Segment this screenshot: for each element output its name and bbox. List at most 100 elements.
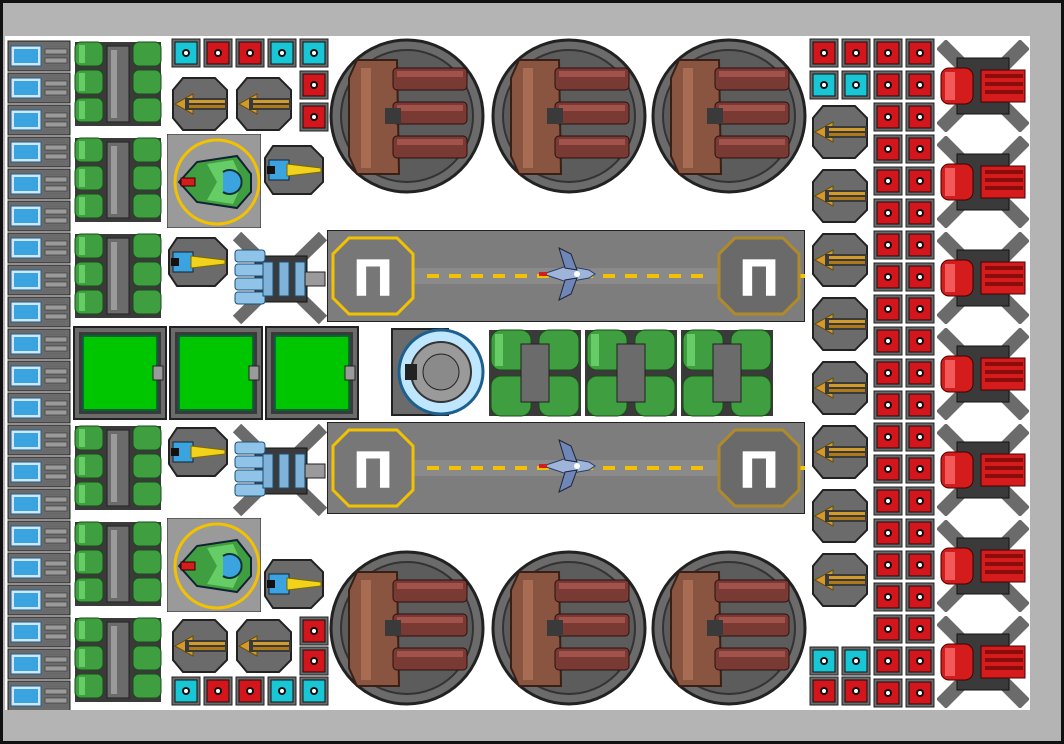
shield-block[interactable]: [905, 454, 935, 484]
shield-block[interactable]: [873, 518, 903, 548]
shield-block[interactable]: [873, 134, 903, 164]
shield-block[interactable]: [873, 678, 903, 708]
shield-block[interactable]: [905, 326, 935, 356]
reactor-core[interactable]: [649, 38, 809, 198]
power-cell[interactable]: [7, 168, 71, 200]
green-pipe-generator[interactable]: [73, 420, 165, 516]
hangar-ship[interactable]: [167, 134, 261, 228]
reactor-core[interactable]: [649, 550, 809, 710]
shield-block[interactable]: [905, 38, 935, 68]
laser-turret[interactable]: [167, 232, 229, 292]
shield-block[interactable]: [905, 646, 935, 676]
shield-block[interactable]: [873, 454, 903, 484]
shield-block[interactable]: [873, 614, 903, 644]
ship-build-grid[interactable]: Π Π Π Π: [5, 36, 1030, 710]
power-cell[interactable]: [7, 584, 71, 616]
gold-cannon[interactable]: [811, 102, 871, 162]
shield-block[interactable]: [905, 582, 935, 612]
gold-cannon[interactable]: [171, 74, 231, 134]
fighter[interactable]: [537, 432, 599, 500]
shield-block[interactable]: [873, 486, 903, 516]
power-cell[interactable]: [7, 104, 71, 136]
heavy-red-turret[interactable]: [937, 328, 1029, 420]
shield-block[interactable]: [905, 294, 935, 324]
shield-block[interactable]: [203, 676, 233, 706]
shield-block[interactable]: [873, 294, 903, 324]
shield-block[interactable]: [873, 166, 903, 196]
shield-block[interactable]: [905, 390, 935, 420]
laser-turret[interactable]: [167, 422, 229, 482]
shield-block[interactable]: [873, 102, 903, 132]
laser-turret[interactable]: [263, 140, 325, 200]
gold-cannon[interactable]: [811, 358, 871, 418]
shield-block[interactable]: [873, 550, 903, 580]
storage-bay[interactable]: [169, 326, 263, 420]
shield-block[interactable]: [905, 678, 935, 708]
shield-block[interactable]: [905, 262, 935, 292]
power-cell[interactable]: [7, 488, 71, 520]
shield-block[interactable]: [873, 198, 903, 228]
gatling-gun[interactable]: [233, 232, 327, 324]
power-cell[interactable]: [7, 296, 71, 328]
gold-cannon[interactable]: [811, 486, 871, 546]
gold-cannon[interactable]: [235, 616, 295, 676]
gold-cannon[interactable]: [235, 74, 295, 134]
shield-block[interactable]: [905, 550, 935, 580]
shield-block[interactable]: [905, 230, 935, 260]
gold-cannon[interactable]: [811, 550, 871, 610]
power-cell[interactable]: [7, 200, 71, 232]
laser-turret[interactable]: [263, 554, 325, 614]
shield-block[interactable]: [873, 358, 903, 388]
shield-block[interactable]: [873, 646, 903, 676]
shield-block[interactable]: [235, 676, 265, 706]
green-pipe-generator[interactable]: [73, 612, 165, 708]
shield-block[interactable]: [841, 676, 871, 706]
gatling-gun[interactable]: [233, 424, 327, 516]
command-core[interactable]: [391, 328, 487, 418]
power-cell[interactable]: [7, 680, 71, 710]
gold-cannon[interactable]: [811, 230, 871, 290]
fighter[interactable]: [537, 240, 599, 308]
heavy-red-turret[interactable]: [937, 232, 1029, 324]
shield-block[interactable]: [267, 676, 297, 706]
power-cell[interactable]: [7, 40, 71, 72]
shield-block[interactable]: [905, 358, 935, 388]
power-cell[interactable]: [7, 328, 71, 360]
power-cell[interactable]: [7, 648, 71, 680]
shield-block[interactable]: [809, 38, 839, 68]
power-cell[interactable]: [7, 232, 71, 264]
shield-block[interactable]: [905, 518, 935, 548]
power-cell[interactable]: [7, 72, 71, 104]
shield-block[interactable]: [905, 198, 935, 228]
gold-cannon[interactable]: [811, 422, 871, 482]
shield-block[interactable]: [905, 614, 935, 644]
runway[interactable]: Π Π: [327, 422, 805, 514]
shield-block[interactable]: [873, 582, 903, 612]
green-pipe-generator[interactable]: [73, 516, 165, 612]
shield-block[interactable]: [841, 70, 871, 100]
shield-block[interactable]: [809, 646, 839, 676]
power-cell[interactable]: [7, 552, 71, 584]
shield-block[interactable]: [873, 262, 903, 292]
power-cell[interactable]: [7, 360, 71, 392]
shield-block[interactable]: [171, 676, 201, 706]
heavy-red-turret[interactable]: [937, 520, 1029, 612]
shield-block[interactable]: [841, 38, 871, 68]
heavy-red-turret[interactable]: [937, 136, 1029, 228]
power-cell[interactable]: [7, 456, 71, 488]
shield-block[interactable]: [905, 166, 935, 196]
storage-bay[interactable]: [265, 326, 359, 420]
shield-block[interactable]: [905, 102, 935, 132]
shield-block[interactable]: [905, 134, 935, 164]
green-pipe-generator[interactable]: [73, 228, 165, 324]
shield-block[interactable]: [171, 38, 201, 68]
power-cell[interactable]: [7, 264, 71, 296]
shield-block[interactable]: [905, 70, 935, 100]
storage-bay[interactable]: [73, 326, 167, 420]
heavy-red-turret[interactable]: [937, 424, 1029, 516]
power-cell[interactable]: [7, 520, 71, 552]
shield-block[interactable]: [299, 70, 329, 100]
shield-block[interactable]: [873, 326, 903, 356]
green-tank-row[interactable]: [487, 326, 777, 420]
shield-block[interactable]: [873, 230, 903, 260]
